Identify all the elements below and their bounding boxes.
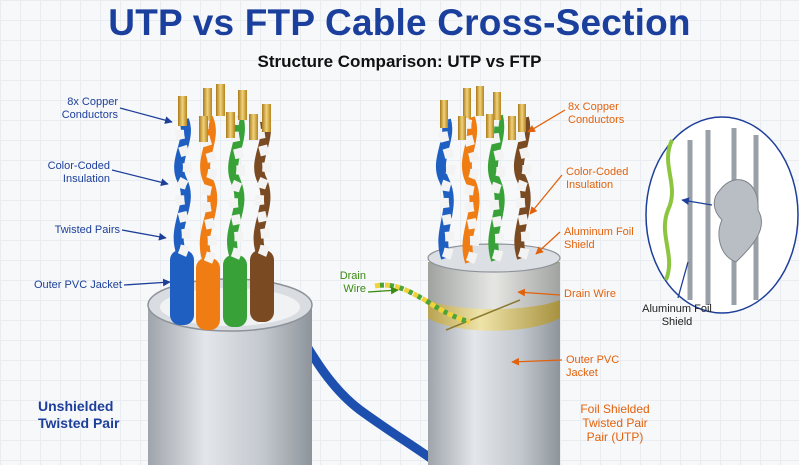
ftp-caption: Foil Shielded Twisted Pair Pair (UTP) xyxy=(560,402,670,444)
ftp-caption-line-1: Foil Shielded xyxy=(580,402,650,416)
utp-jacket-body xyxy=(148,305,312,465)
utp-caption-line-1: Unshielded xyxy=(38,398,114,414)
ftp-label-insulation: Color-Coded Insulation xyxy=(566,166,629,191)
ftp-label-drain-wire-left: Drain Wire xyxy=(339,270,366,295)
ftp-caption-line-3: Pair (UTP) xyxy=(586,430,644,444)
foil-detail-inset xyxy=(645,116,799,314)
utp-copper-2 xyxy=(203,88,212,120)
utp-caption-line-2: Twisted Pair xyxy=(38,415,120,431)
utp-copper-8 xyxy=(249,114,258,140)
utp-copper-1 xyxy=(178,96,187,126)
utp-caption: Unshielded Twisted Pair xyxy=(38,398,158,432)
ftp-cable xyxy=(374,86,561,465)
utp-copper-4 xyxy=(238,90,247,120)
utp-wire-orange xyxy=(196,258,220,330)
ftp-label-drain-wire: Drain Wire xyxy=(564,288,616,300)
ftp-label-jacket: Outer PVC Jacket xyxy=(566,354,620,379)
ftp-jacket-body xyxy=(428,308,560,465)
utp-wire-blue xyxy=(170,250,194,325)
ftp-caption-line-2: Twisted Pair xyxy=(582,416,648,430)
utp-cable xyxy=(147,84,313,465)
ftp-label-foil: Aluminum Foil Shield xyxy=(564,226,634,251)
utp-label-insulation: Color-Coded Insulation xyxy=(47,160,110,185)
utp-label-twisted-pairs: Twisted Pairs xyxy=(54,224,120,236)
ftp-foil-shield xyxy=(428,262,560,309)
utp-copper-5 xyxy=(262,104,271,132)
utp-label-jacket: Outer PVC Jacket xyxy=(33,279,122,291)
detail-label-foil: Aluminum Foil Shield xyxy=(642,303,712,328)
utp-wire-green xyxy=(223,255,247,327)
utp-copper-6 xyxy=(199,116,208,142)
page-title: UTP vs FTP Cable Cross-Section xyxy=(108,2,691,43)
page-subtitle: Structure Comparison: UTP vs FTP xyxy=(257,52,542,71)
detail-drain-wire xyxy=(662,139,674,281)
utp-wire-brown xyxy=(250,250,274,322)
utp-copper-3 xyxy=(216,84,225,116)
utp-copper-7 xyxy=(226,112,235,138)
ftp-label-copper: 8x Copper Conductors xyxy=(568,101,625,126)
utp-label-copper: 8x Copper Conductors xyxy=(61,96,118,121)
drain-wire xyxy=(374,282,471,325)
